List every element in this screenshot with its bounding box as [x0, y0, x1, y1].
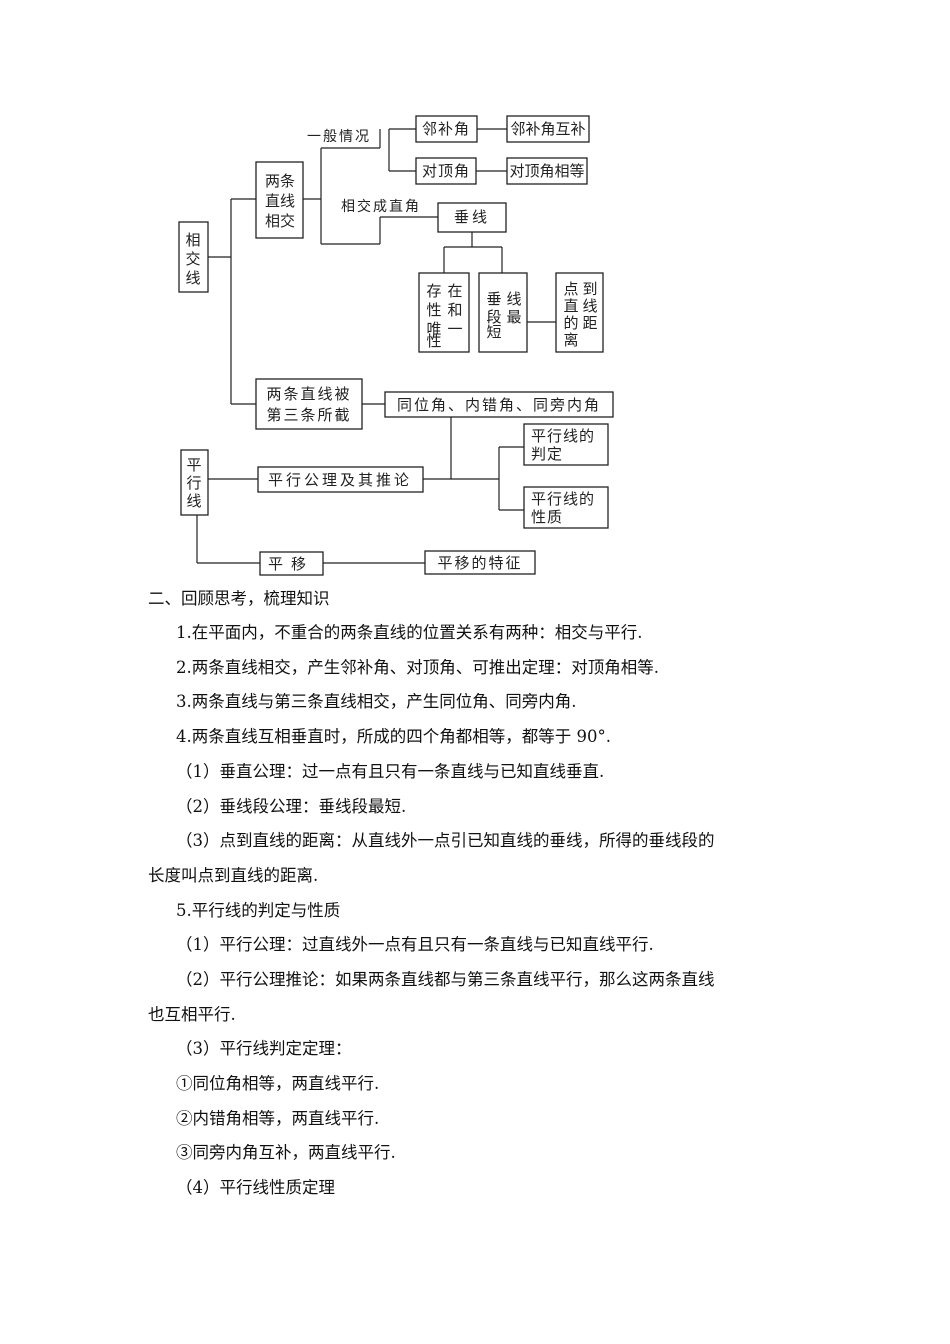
node-point-line-distance-char2: 到 [582, 280, 597, 298]
node-parallel-judge-line1: 平行线的 [531, 427, 595, 445]
node-existence-uniqueness-char6: 一 [447, 320, 462, 338]
node-existence-uniqueness-char1: 存 [426, 282, 441, 300]
node-intersecting-lines-char3: 线 [185, 269, 200, 287]
node-intersecting-lines-char1: 相 [185, 231, 200, 249]
theorem-item-1: ①同位角相等，两直线平行. [176, 1074, 380, 1093]
node-existence-uniqueness-char5: 唯 [426, 320, 441, 338]
paragraph-5-1: （1）平行公理：过直线外一点有且只有一条直线与已知直线平行. [176, 935, 654, 954]
node-vertical-angle-label: 对顶角 [422, 162, 470, 180]
section-title: 二、回顾思考，梳理知识 [148, 589, 330, 608]
node-parallel-lines-char3: 线 [186, 492, 201, 510]
paragraph-5-2-cont: 也互相平行. [148, 1005, 236, 1024]
node-adjacent-angle [415, 115, 478, 143]
node-existence-uniqueness-char2: 在 [447, 282, 462, 300]
node-cut-by-third-line2: 第三条所截 [266, 406, 351, 424]
node-point-line-distance-char6: 距 [582, 314, 597, 332]
node-adjacent-angle-label: 邻补角 [422, 120, 470, 138]
node-parallel-property: 平行线的 性质 [523, 486, 609, 529]
node-two-lines-intersect: 两条 直线 相交 [255, 161, 304, 239]
paragraph-4-3: （3）点到直线的距离：从直线外一点引已知直线的垂线，所得的垂线段的 [176, 831, 715, 850]
node-vertical-equal-label: 对顶角相等 [509, 162, 584, 180]
paragraph-5-4: （4）平行线性质定理 [176, 1178, 335, 1197]
node-parallel-axiom [257, 466, 424, 493]
node-two-lines-intersect-line1: 两条 [265, 172, 295, 190]
node-perpendicular [437, 202, 507, 233]
node-perp-segment-shortest-char3: 段 [486, 308, 501, 326]
node-point-line-distance-char3: 直 [563, 297, 578, 315]
node-parallel-axiom-label: 平行公理及其推论 [268, 471, 412, 489]
node-intersecting-lines: 相 交 线 [178, 221, 209, 293]
node-two-lines-intersect-line3: 相交 [265, 212, 295, 230]
node-cut-by-third: 两条直线被 第三条所截 [255, 378, 363, 430]
node-perp-segment-shortest-char1: 垂 [486, 290, 501, 308]
node-parallel-judge: 平行线的 判定 [523, 423, 609, 466]
node-point-line-distance-char5: 的 [563, 314, 578, 332]
paragraph-4: 4.两条直线互相垂直时，所成的四个角都相等，都等于 90°. [176, 727, 611, 746]
node-existence-uniqueness-char7: 性 [426, 332, 441, 350]
paragraph-1: 1.在平面内，不重合的两条直线的位置关系有两种：相交与平行. [176, 623, 643, 642]
node-parallel-property-line1: 平行线的 [531, 490, 595, 508]
node-parallel-lines-char2: 行 [186, 474, 201, 492]
node-intersecting-lines-char2: 交 [185, 250, 200, 268]
node-existence-uniqueness-char3: 性 [426, 301, 441, 319]
concept-map: 相 交 线 两条 直线 相交 一般情况 相交成直角 邻补角 邻补角互补 对顶角 … [178, 115, 614, 576]
node-translation-feature-label: 平移的特征 [437, 554, 522, 572]
node-existence-uniqueness-char4: 和 [447, 301, 462, 319]
node-perp-segment-shortest-char4: 最 [506, 308, 521, 326]
node-translation-feature [424, 550, 536, 575]
node-angles [384, 391, 614, 418]
label-general-case: 一般情况 [307, 129, 371, 145]
node-point-line-distance-char1: 点 [563, 280, 578, 298]
node-parallel-lines-char1: 平 [186, 456, 201, 474]
node-perpendicular-label: 垂线 [454, 208, 490, 226]
node-parallel-property-line2: 性质 [531, 508, 563, 526]
label-right-angle-intersect: 相交成直角 [341, 198, 421, 215]
node-angles-label: 同位角、内错角、同旁内角 [397, 396, 601, 414]
node-adjacent-complementary-label: 邻补角互补 [510, 120, 585, 138]
node-existence-uniqueness: 存 在 性 和 唯 一 性 [418, 272, 470, 353]
node-point-line-distance: 点 到 直 线 的 距 离 [555, 272, 604, 353]
node-adjacent-complementary [506, 115, 590, 143]
paragraph-5-3: （3）平行线判定定理： [176, 1039, 352, 1058]
node-perp-segment-shortest-char2: 线 [506, 290, 521, 308]
node-parallel-judge-line2: 判定 [531, 445, 563, 463]
node-perp-segment-shortest-char5: 短 [486, 323, 501, 341]
paragraph-4-1: （1）垂直公理：过一点有且只有一条直线与已知直线垂直. [176, 762, 605, 781]
theorem-item-2: ②内错角相等，两直线平行. [176, 1109, 380, 1128]
node-two-lines-intersect-line2: 直线 [265, 192, 295, 210]
node-vertical-equal [506, 157, 588, 185]
paragraph-4-2: （2）垂线段公理：垂线段最短. [176, 797, 407, 816]
paragraph-5-2: （2）平行公理推论：如果两条直线都与第三条直线平行，那么这两条直线 [176, 970, 715, 989]
theorem-item-3: ③同旁内角互补，两直线平行. [176, 1143, 396, 1162]
paragraph-3: 3.两条直线与第三条直线相交，产生同位角、同旁内角. [176, 692, 577, 711]
paragraph-5: 5.平行线的判定与性质 [176, 901, 341, 920]
node-point-line-distance-char4: 线 [582, 297, 597, 315]
connector-lines [196, 128, 556, 564]
paragraph-4-3-cont: 长度叫点到直线的距离. [148, 866, 319, 885]
node-translation-label: 平移 [268, 555, 314, 573]
node-point-line-distance-char7: 离 [563, 331, 578, 349]
node-cut-by-third-line1: 两条直线被 [266, 385, 351, 403]
node-vertical-angle [415, 157, 477, 185]
paragraph-2: 2.两条直线相交，产生邻补角、对顶角、可推出定理：对顶角相等. [176, 658, 659, 677]
node-perp-segment-shortest: 垂 线 段 最 短 [478, 272, 528, 353]
node-parallel-lines: 平 行 线 [180, 449, 209, 516]
node-translation [259, 551, 324, 576]
